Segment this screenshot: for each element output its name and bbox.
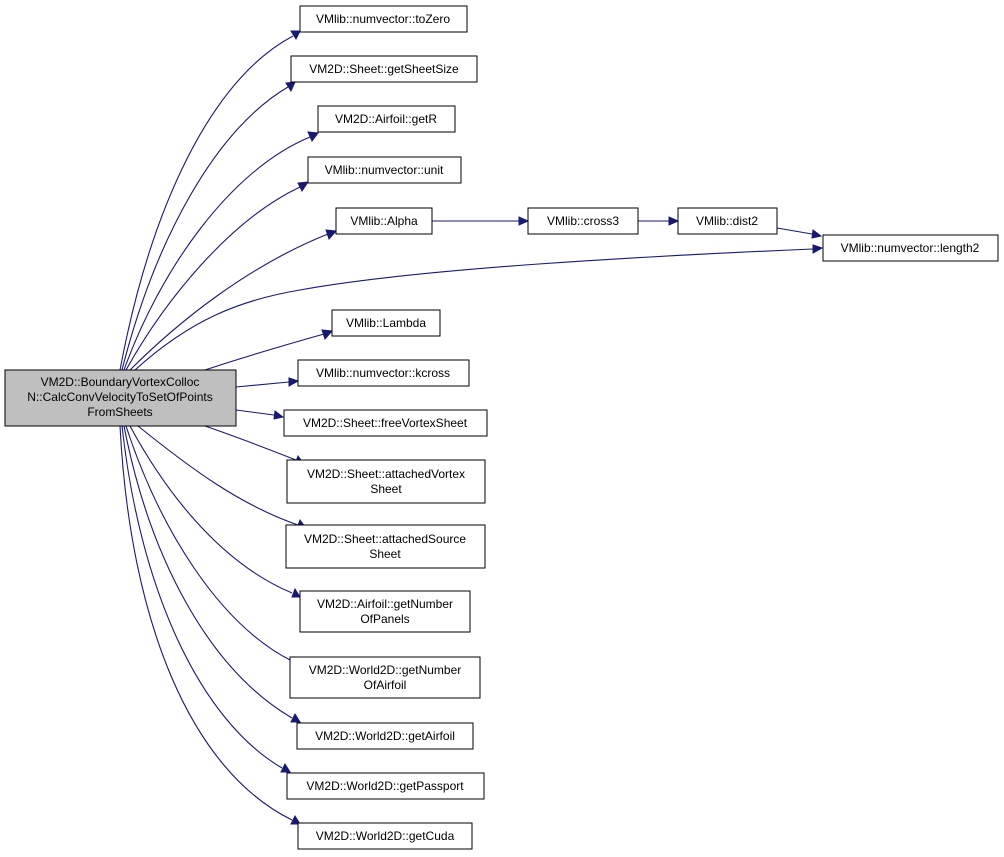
edge-root-to-freeVortexSheet (235, 409, 285, 420)
node-get-sheet-size[interactable]: VM2D::Sheet::getSheetSize (290, 55, 478, 83)
node-root-line2: N::CalcConvVelocityToSetOfPoints (27, 390, 212, 404)
node-get-passport[interactable]: VM2D::World2D::getPassport (286, 772, 485, 800)
node-cross3-label: VMlib::cross3 (547, 214, 619, 228)
edge-root-to-getNumberOfAirfoil (125, 425, 301, 666)
edge-root-to-getPassport (121, 425, 291, 773)
node-attached-source-sheet[interactable]: VM2D::Sheet::attachedSource Sheet (285, 524, 486, 569)
edge-root-to-getAirfoil (123, 425, 301, 723)
node-attached-source-sheet-line1: VM2D::Sheet::attachedSource (304, 532, 466, 546)
edge-root-to-unit (125, 181, 310, 371)
edge-root-to-getSheetSize (121, 81, 296, 371)
node-cross3[interactable]: VMlib::cross3 (527, 207, 639, 235)
node-to-zero-label: VMlib::numvector::toZero (316, 12, 450, 26)
edge-root-to-getCuda (119, 425, 301, 825)
edge-cross3-to-dist2 (638, 216, 680, 226)
edge-root-to-attachedSourceSheet (137, 425, 307, 529)
node-get-cuda[interactable]: VM2D::World2D::getCuda (297, 822, 473, 850)
node-get-number-of-panels[interactable]: VM2D::Airfoil::getNumber OfPanels (299, 590, 471, 633)
edge-dist2-to-length2 (776, 227, 823, 239)
node-dist2[interactable]: VMlib::dist2 (677, 207, 778, 235)
node-free-vortex-sheet[interactable]: VM2D::Sheet::freeVortexSheet (283, 409, 488, 437)
node-lambda-label: VMlib::Lambda (346, 316, 426, 330)
node-get-cuda-label: VM2D::World2D::getCuda (316, 829, 455, 843)
node-kcross-label: VMlib::numvector::kcross (316, 366, 450, 380)
node-length2[interactable]: VMlib::numvector::length2 (822, 234, 999, 262)
edge-root-to-alpha (129, 229, 338, 371)
node-to-zero[interactable]: VMlib::numvector::toZero (299, 5, 468, 33)
node-get-number-of-airfoil[interactable]: VM2D::World2D::getNumber OfAirfoil (289, 656, 481, 699)
node-attached-source-sheet-line2: Sheet (369, 547, 401, 561)
node-get-number-of-panels-line1: VM2D::Airfoil::getNumber (317, 597, 453, 611)
node-free-vortex-sheet-label: VM2D::Sheet::freeVortexSheet (303, 416, 468, 430)
node-root-line1: VM2D::BoundaryVortexColloc (41, 375, 200, 389)
node-get-sheet-size-label: VM2D::Sheet::getSheetSize (309, 62, 459, 76)
node-get-r[interactable]: VM2D::Airfoil::getR (317, 105, 456, 133)
node-length2-label: VMlib::numvector::length2 (841, 241, 980, 255)
edge-alpha-to-cross3 (432, 216, 530, 226)
node-unit[interactable]: VMlib::numvector::unit (307, 156, 462, 184)
edge-root-to-toZero (119, 30, 301, 371)
node-get-airfoil-label: VM2D::World2D::getAirfoil (315, 729, 455, 743)
edge-root-to-getR (123, 131, 319, 371)
node-dist2-label: VMlib::dist2 (696, 214, 758, 228)
node-alpha[interactable]: VMlib::Alpha (335, 207, 433, 235)
node-root-line3: FromSheets (87, 405, 152, 419)
node-kcross[interactable]: VMlib::numvector::kcross (297, 359, 470, 387)
node-lambda[interactable]: VMlib::Lambda (331, 309, 441, 337)
edge-root-to-lambda (204, 329, 334, 371)
node-attached-vortex-sheet-line2: Sheet (370, 482, 402, 496)
node-unit-label: VMlib::numvector::unit (325, 163, 444, 177)
edge-root-to-length2 (134, 244, 824, 371)
node-alpha-label: VMlib::Alpha (350, 214, 418, 228)
node-root-calc-conv-velocity[interactable]: VM2D::BoundaryVortexColloc N::CalcConvVe… (4, 369, 237, 427)
node-get-number-of-panels-line2: OfPanels (360, 612, 409, 626)
node-get-number-of-airfoil-line2: OfAirfoil (364, 678, 407, 692)
node-attached-vortex-sheet[interactable]: VM2D::Sheet::attachedVortex Sheet (286, 459, 486, 504)
node-get-airfoil[interactable]: VM2D::World2D::getAirfoil (296, 722, 474, 750)
node-get-passport-label: VM2D::World2D::getPassport (306, 779, 464, 793)
node-attached-vortex-sheet-line1: VM2D::Sheet::attachedVortex (307, 467, 465, 481)
node-get-number-of-airfoil-line1: VM2D::World2D::getNumber (309, 663, 462, 677)
edge-root-to-kcross (235, 377, 300, 388)
node-get-r-label: VM2D::Airfoil::getR (335, 112, 437, 126)
edge-root-to-getNumberOfPanels (129, 425, 301, 598)
